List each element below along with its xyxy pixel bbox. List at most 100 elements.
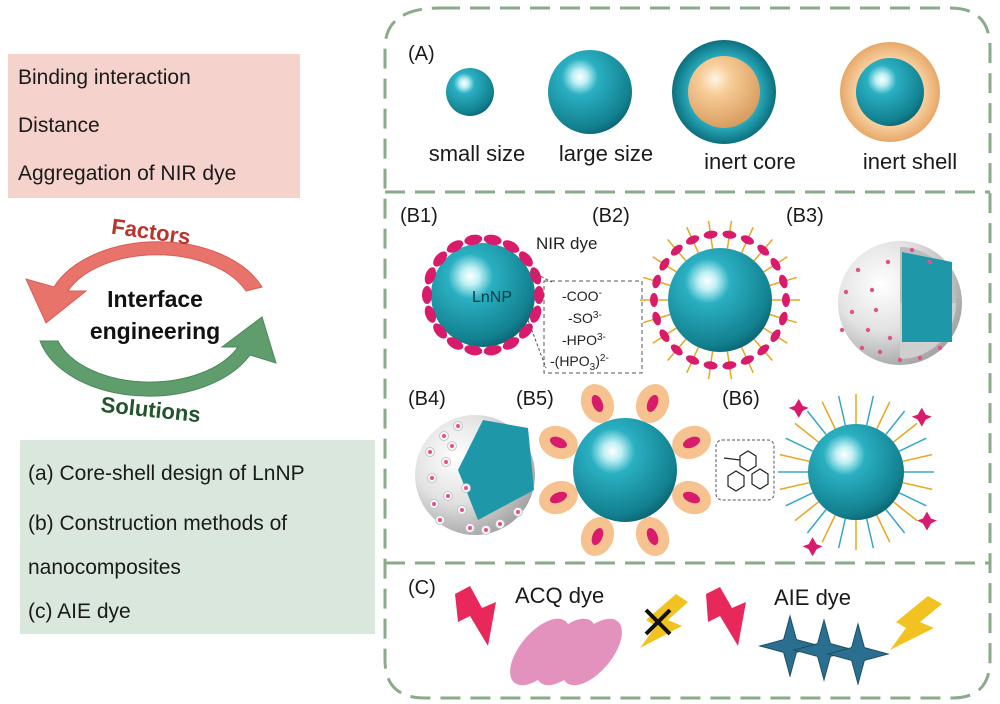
b6-aie-dye-star xyxy=(911,407,932,427)
b6-ligand-chain xyxy=(885,509,906,534)
b5-particle-with-peach-dyes xyxy=(539,384,711,556)
b1-dye-molecule xyxy=(424,305,436,323)
panel-b5-label: (B5) xyxy=(516,388,554,410)
b3-dye-dot xyxy=(917,355,923,361)
b1-dye-molecule xyxy=(483,234,502,246)
b4-dye-dot xyxy=(450,444,454,448)
b4-dye-dot xyxy=(428,450,432,454)
inert-core-caption: inert core xyxy=(704,149,796,174)
b2-dye-molecule xyxy=(740,235,754,245)
b1-group-hpo3: -HPO3- xyxy=(562,332,606,348)
lightning-pink-icon-left xyxy=(455,586,496,646)
b3-dye-dot xyxy=(839,327,845,333)
acq-dye-ellipses xyxy=(510,618,622,686)
b4-dye-dot xyxy=(456,424,460,428)
center-label-interface: Interface xyxy=(107,286,203,312)
b4-dye-dot xyxy=(432,502,436,506)
b1-dye-molecule xyxy=(433,251,448,267)
b3-dye-dot xyxy=(877,349,883,355)
center-label-engineering: engineering xyxy=(90,318,220,344)
b6-aie-molecule-icon xyxy=(723,450,769,492)
b2-dye-molecule xyxy=(650,293,658,307)
b5-dye-molecule xyxy=(591,527,604,546)
lightning-pink-icon-right xyxy=(706,587,746,646)
b6-ligand-chain xyxy=(898,437,927,452)
b1-group-coo: -COO- xyxy=(562,288,602,304)
panel-a-label: (A) xyxy=(408,43,435,65)
b2-dye-molecule xyxy=(722,230,737,239)
b6-ligand-chain xyxy=(876,401,891,430)
b3-dye-dot xyxy=(843,289,849,295)
b3-dye-dot xyxy=(927,259,933,265)
lightning-yellow-icon-acq xyxy=(640,594,688,648)
b3-shell-particle xyxy=(838,241,962,365)
solutions-arrow xyxy=(39,316,277,397)
b1-dye-molecule xyxy=(534,286,544,304)
large-size-caption: large size xyxy=(559,141,653,166)
b1-dye-molecule xyxy=(446,240,464,253)
aie-star-shape xyxy=(792,618,856,682)
b6-ligand-chain xyxy=(876,514,891,543)
solution-nanocomposites: nanocomposites xyxy=(28,556,181,579)
b4-dye-dot xyxy=(498,522,502,526)
panel-b1-label: (B1) xyxy=(400,205,438,227)
b1-dye-molecule xyxy=(518,251,533,267)
b4-dye-dot xyxy=(444,460,448,464)
lightning-yellow-icon-aie xyxy=(890,596,942,650)
b3-dye-dot xyxy=(887,335,893,341)
b6-aie-dye-star xyxy=(802,537,823,557)
interface-engineering-cycle: Factors Solutions Interface engineering xyxy=(25,214,277,427)
b1-dye-molecule xyxy=(464,234,483,246)
b6-ligand-chain xyxy=(902,481,933,491)
aie-star-shape xyxy=(826,622,890,686)
b2-dye-molecule xyxy=(779,274,788,289)
b2-dye-molecule xyxy=(782,293,790,307)
b4-dye-dot xyxy=(484,528,488,532)
b2-ligand-fringe xyxy=(640,220,800,380)
b2-dye-molecule xyxy=(686,235,700,245)
b6-ligand-chain xyxy=(837,518,847,549)
b2-dye-molecule xyxy=(770,329,781,342)
b3-dye-dot xyxy=(855,267,861,273)
b6-ligand-chain xyxy=(885,410,906,435)
factors-box: Binding interaction Distance Aggregation… xyxy=(8,54,300,198)
b3-dye-dot xyxy=(869,287,875,293)
b6-aie-dye-star xyxy=(916,511,937,531)
quenched-x-icon xyxy=(644,608,672,636)
b1-dye-molecule xyxy=(502,240,520,253)
b5-dye-molecule xyxy=(682,491,701,504)
b3-dye-dot xyxy=(849,309,855,315)
b3-dye-dot xyxy=(937,345,943,351)
b6-aie-dye-star xyxy=(788,398,809,418)
factor-aggregation: Aggregation of NIR dye xyxy=(18,162,237,185)
b1-dye-molecule xyxy=(483,344,502,356)
b6-ligand-chain xyxy=(806,509,827,534)
b6-ligand-chain xyxy=(898,492,927,507)
b4-dye-dot xyxy=(460,508,464,512)
b6-ligand-fringe xyxy=(778,394,937,557)
b5-dye-molecule xyxy=(591,394,604,413)
b6-ligand-chain xyxy=(794,422,819,443)
inert-shell-particle xyxy=(840,42,940,142)
b1-dye-molecule xyxy=(502,337,520,350)
panel-c-label: (C) xyxy=(408,577,436,599)
small-size-particle xyxy=(446,68,494,116)
b2-dye-molecule xyxy=(740,355,754,365)
b3-dye-dot xyxy=(909,247,915,253)
b4-dye-dot xyxy=(468,526,472,530)
solution-aie-dye: (c) AIE dye xyxy=(28,600,131,623)
b6-ligand-chain xyxy=(779,453,810,463)
b5-lnnp-particle xyxy=(573,418,677,522)
b2-dye-molecule xyxy=(770,258,781,271)
acq-dye-label: ACQ dye xyxy=(515,583,604,608)
b5-dye-molecule xyxy=(549,491,568,504)
b4-dye-dot xyxy=(464,486,468,490)
b4-dye-dot xyxy=(438,518,442,522)
aie-dye-stars xyxy=(758,614,890,686)
b5-dye-molecule xyxy=(549,436,568,449)
b2-dye-molecule xyxy=(779,311,788,326)
b5-dye-molecule xyxy=(646,527,659,546)
b6-aie-molecule-box xyxy=(715,439,775,501)
b1-dye-molecule xyxy=(464,344,483,356)
